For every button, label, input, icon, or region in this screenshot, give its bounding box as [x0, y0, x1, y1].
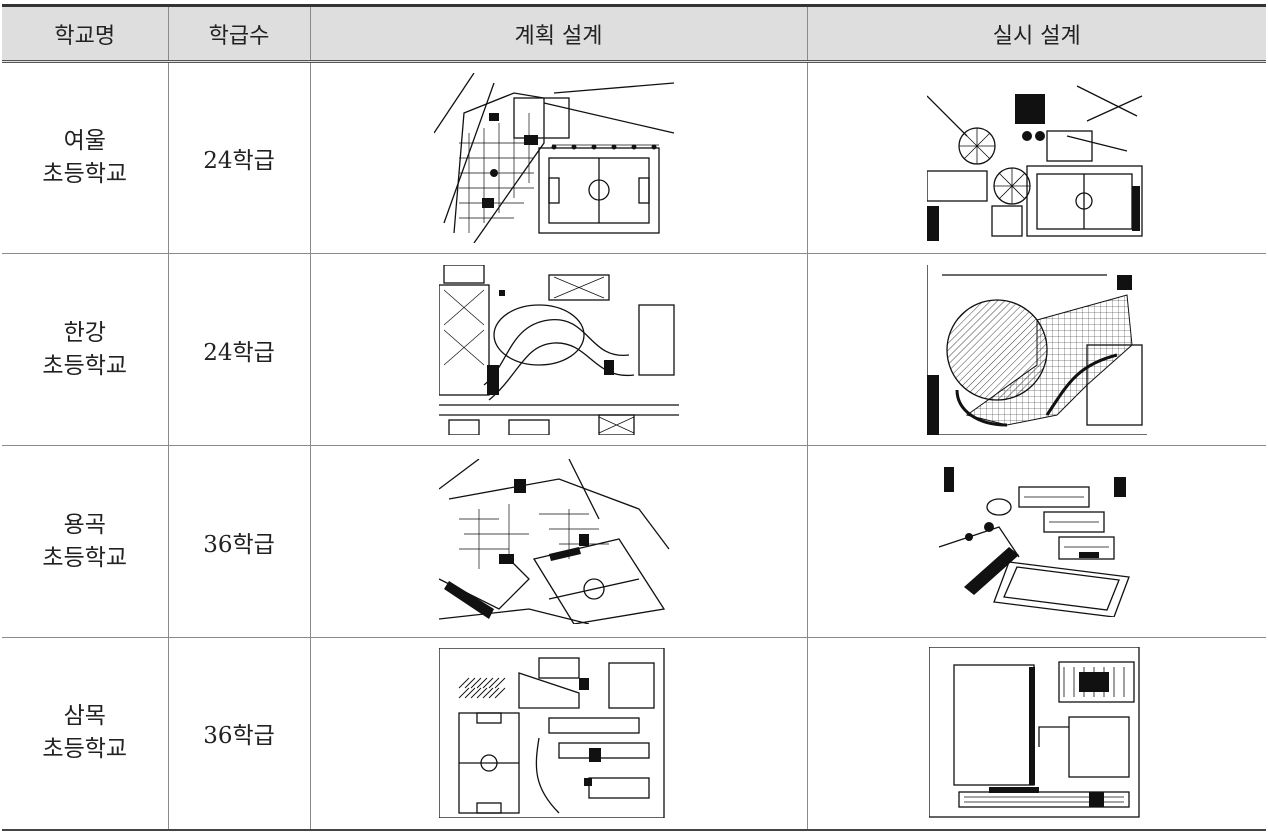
header-plan-design: 계획 설계: [309, 4, 808, 63]
site-plan-drawing-icon: [438, 264, 679, 435]
header-row: 학교명 학급수 계획 설계 실시 설계: [2, 4, 1266, 63]
site-plan-drawing-icon: [939, 466, 1131, 617]
execution-design-cell: [806, 253, 1266, 446]
class-count: 36학급: [167, 445, 311, 638]
execution-design-cell: [806, 61, 1266, 254]
plan-design-cell: [309, 445, 808, 638]
table-row: 한강 초등학교 24학급: [2, 253, 1266, 446]
header-execution-design: 실시 설계: [806, 4, 1266, 63]
site-plan-drawing-icon: [929, 647, 1140, 818]
school-name-cell: 한강 초등학교: [2, 253, 169, 446]
site-plan-drawing-icon: [926, 264, 1147, 435]
school-name-line1: 여울: [63, 128, 106, 154]
school-name-line1: 삼목: [63, 703, 106, 730]
plan-design-cell: [309, 253, 808, 446]
plan-design-cell: [309, 61, 808, 254]
school-name-cell: 용곡 초등학교: [2, 445, 169, 638]
site-plan-drawing-icon: [433, 73, 674, 243]
school-name-line2: 초등학교: [42, 544, 128, 571]
school-name-line2: 초등학교: [42, 736, 128, 763]
school-name-cell: 여울 초등학교: [2, 61, 169, 254]
header-school-name: 학교명: [2, 4, 169, 63]
class-count: 24학급: [167, 253, 311, 446]
school-design-table: 학교명 학급수 계획 설계 실시 설계 여울 초등학교 24학급: [2, 4, 1266, 831]
execution-design-cell: [806, 637, 1266, 831]
table-row: 삼목 초등학교 36학급: [2, 637, 1266, 831]
header-class-count: 학급수: [167, 4, 311, 63]
school-name-line1: 한강: [63, 319, 106, 346]
class-count: 36학급: [167, 637, 311, 831]
site-plan-drawing-icon: [438, 648, 665, 819]
execution-design-cell: [806, 445, 1266, 638]
plan-design-cell: [309, 637, 808, 831]
table-row: 용곡 초등학교 36학급: [2, 445, 1266, 638]
table-row: 여울 초등학교 24학급: [2, 61, 1266, 254]
school-name-cell: 삼목 초등학교: [2, 637, 169, 831]
site-plan-drawing-icon: [438, 459, 670, 624]
school-name-line1: 용곡: [63, 511, 106, 538]
school-name-line2: 초등학교: [42, 161, 128, 187]
school-name-line2: 초등학교: [42, 352, 128, 379]
class-count: 24학급: [167, 61, 311, 254]
site-plan-drawing-icon: [926, 84, 1143, 241]
